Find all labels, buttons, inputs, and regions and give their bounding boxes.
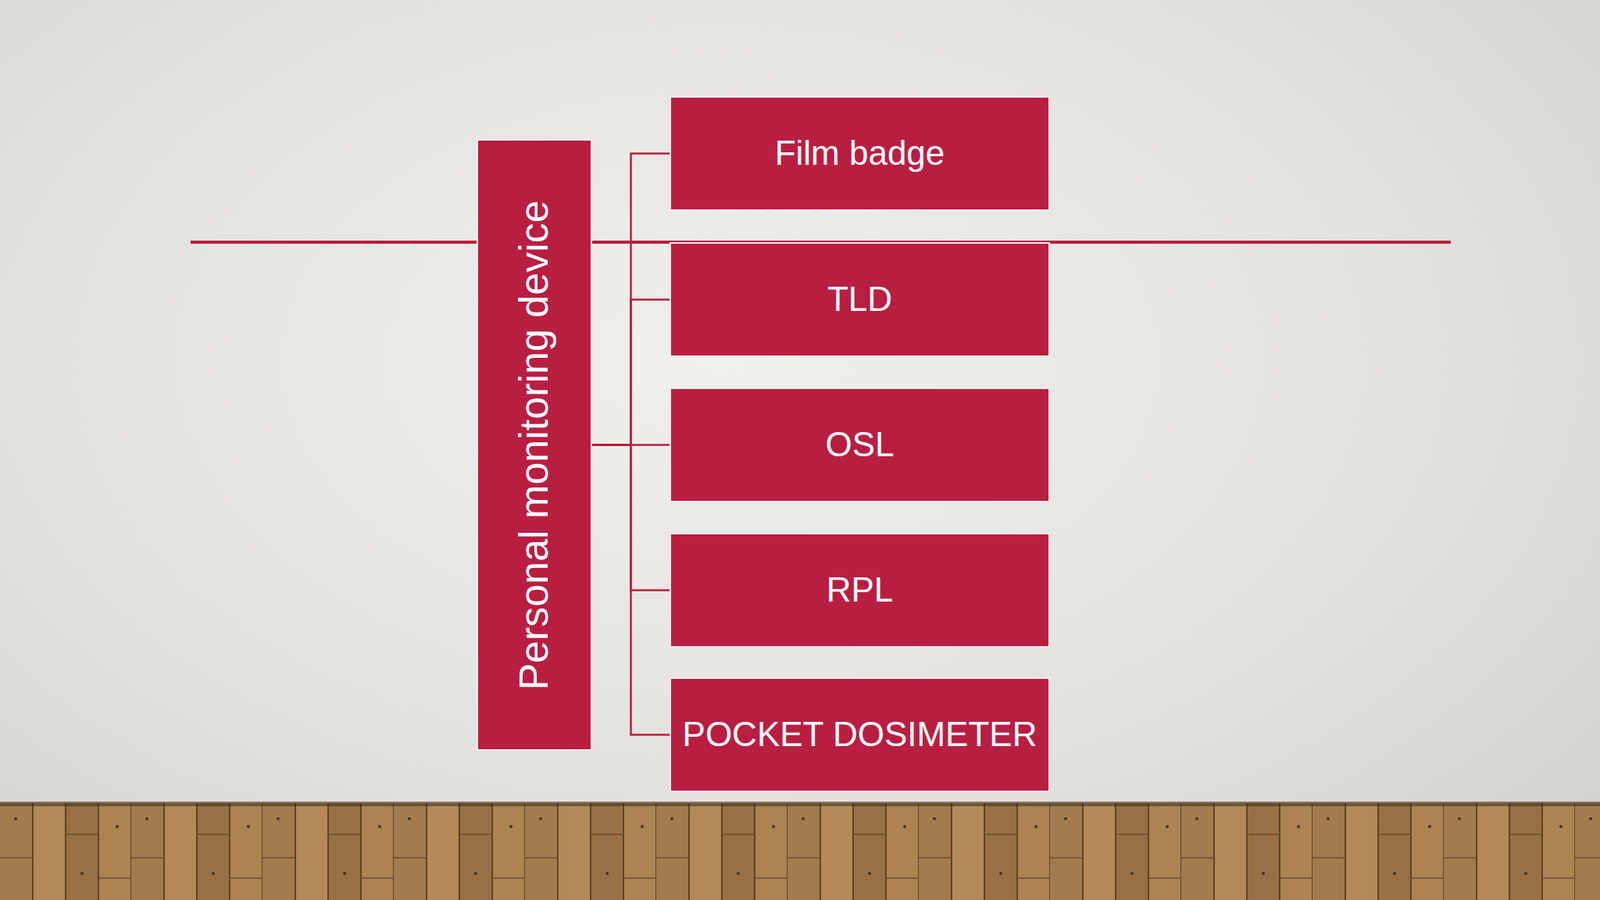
floor-shadow — [0, 801, 1600, 807]
device-box: Film badge — [669, 96, 1050, 211]
box-label: OSL — [825, 425, 894, 464]
device-box: TLD — [669, 242, 1050, 358]
box-label: Personal monitoring device — [511, 200, 557, 690]
bracket-connector — [592, 153, 670, 446]
box-label: Film badge — [775, 134, 946, 172]
device-box: OSL — [669, 387, 1050, 503]
box-label: TLD — [827, 280, 893, 318]
wood-floor — [0, 803, 1600, 900]
box-label: POCKET DOSIMETER — [682, 715, 1038, 754]
bracket-connector — [592, 300, 670, 446]
device-box: RPL — [669, 532, 1050, 648]
device-box: POCKET DOSIMETER — [669, 677, 1050, 793]
category-box: Personal monitoring device — [476, 139, 593, 751]
box-label: RPL — [826, 571, 894, 609]
bracket-connector — [592, 445, 670, 736]
